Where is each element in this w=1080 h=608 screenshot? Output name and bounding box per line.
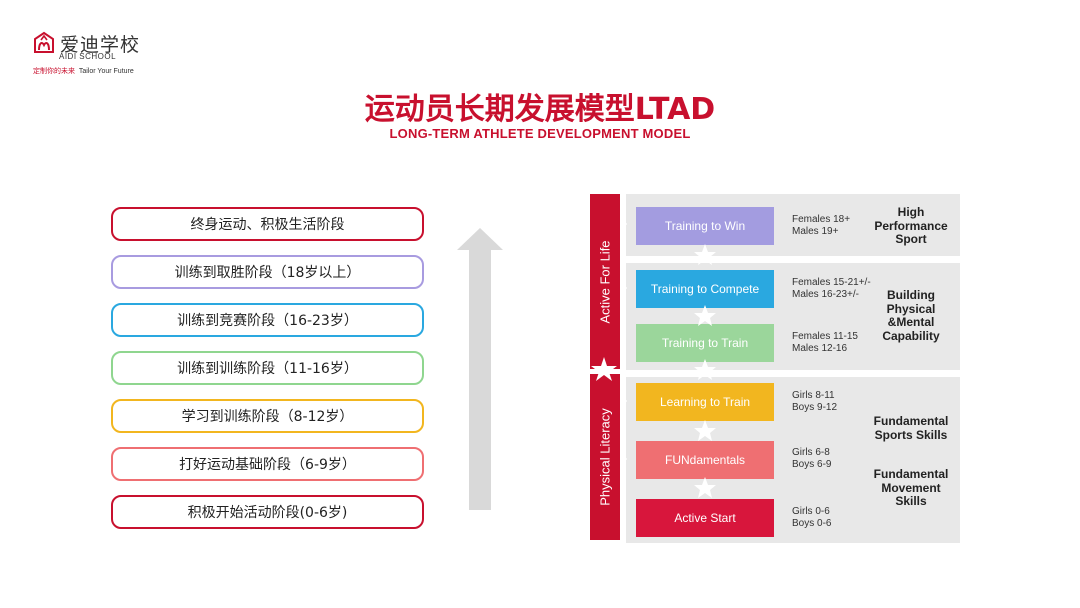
step-training-to-compete: Training to Compete: [636, 270, 774, 308]
stage-lifelong: 终身运动、积极生活阶段: [111, 207, 424, 241]
category-line: Physical: [886, 301, 936, 316]
ages-female: Females 15-21+/-: [792, 277, 871, 288]
bar-active-for-life-label: Active For Life: [597, 239, 613, 324]
ages-female: Females 11-15: [792, 331, 858, 342]
stage-active-start: 积极开始活动阶段(0-6岁): [111, 495, 424, 529]
ages-training-to-compete: Females 15-21+/- Males 16-23+/-: [792, 277, 871, 301]
step-training-to-train: Training to Train: [636, 324, 774, 362]
category-line: Capability: [882, 328, 940, 343]
step-fundamentals: FUNdamentals: [636, 441, 774, 479]
ages-boys: Boys 0-6: [792, 518, 832, 529]
category-fundamental-movement-skills: Fundamental Movement Skills: [862, 467, 960, 509]
logo-text-en: AIDI SCHOOL: [59, 52, 117, 61]
step-training-to-win: Training to Win: [636, 207, 774, 245]
category-high-performance: High Performance Sport: [862, 205, 960, 247]
ages-active-start: Girls 0-6 Boys 0-6: [792, 506, 831, 530]
bar-physical-literacy: Physical Literacy: [590, 374, 620, 540]
progression-arrow-icon: [457, 228, 503, 510]
ages-training-to-train: Females 11-15 Males 12-16: [792, 331, 858, 355]
logo-tagline-en: Tailor Your Future: [78, 68, 134, 75]
ages-learning-to-train: Girls 8-11 Boys 9-12: [792, 390, 837, 414]
step-active-start: Active Start: [636, 499, 774, 537]
category-line: Movement: [881, 480, 941, 495]
ages-female: Females 18+: [792, 214, 851, 225]
category-line: Fundamental: [873, 467, 949, 481]
category-line: Fundamental: [873, 414, 949, 428]
logo-text-cn: 爱迪学校: [60, 34, 141, 56]
page-subtitle: LONG-TERM ATHLETE DEVELOPMENT MODEL: [389, 126, 691, 141]
stage-training-to-train: 训练到训练阶段（11-16岁）: [111, 351, 424, 385]
category-line: Skills: [895, 494, 927, 508]
category-line: Sports Skills: [874, 427, 948, 442]
category-line: High: [897, 205, 925, 219]
category-line: &Mental: [887, 315, 935, 329]
logo-tagline: 定制你的未来 Tailor Your Future: [33, 66, 134, 76]
bar-physical-literacy-label: Physical Literacy: [597, 408, 613, 506]
page-title: 运动员长期发展模型LTAD: [364, 92, 716, 127]
category-line: Sport: [895, 232, 927, 246]
category-line: Building: [887, 288, 935, 302]
stage-fundamentals: 打好运动基础阶段（6-9岁）: [111, 447, 424, 481]
ages-boys: Boys 6-9: [792, 459, 832, 470]
ages-male: Males 12-16: [792, 343, 848, 354]
stage-training-to-compete: 训练到竞赛阶段（16-23岁）: [111, 303, 424, 337]
logo-tagline-cn: 定制你的未来: [33, 68, 75, 75]
category-line: Performance: [874, 218, 948, 233]
step-learning-to-train: Learning to Train: [636, 383, 774, 421]
bar-active-for-life: Active For Life: [590, 194, 620, 369]
ages-training-to-win: Females 18+ Males 19+: [792, 214, 850, 238]
ages-boys: Boys 9-12: [792, 402, 838, 413]
stage-training-to-win: 训练到取胜阶段（18岁以上）: [111, 255, 424, 289]
category-building-capability: Building Physical &Mental Capability: [862, 288, 960, 343]
category-fundamental-sports-skills: Fundamental Sports Skills: [862, 414, 960, 442]
ages-fundamentals: Girls 6-8 Boys 6-9: [792, 447, 831, 471]
stage-learning-to-train: 学习到训练阶段（8-12岁）: [111, 399, 424, 433]
ages-girls: Girls 6-8: [792, 447, 830, 458]
ages-girls: Girls 0-6: [792, 506, 830, 517]
ages-male: Males 19+: [792, 226, 839, 237]
aidi-logo-icon: [34, 31, 54, 53]
ages-male: Males 16-23+/-: [792, 289, 859, 300]
ages-girls: Girls 8-11: [792, 390, 835, 401]
